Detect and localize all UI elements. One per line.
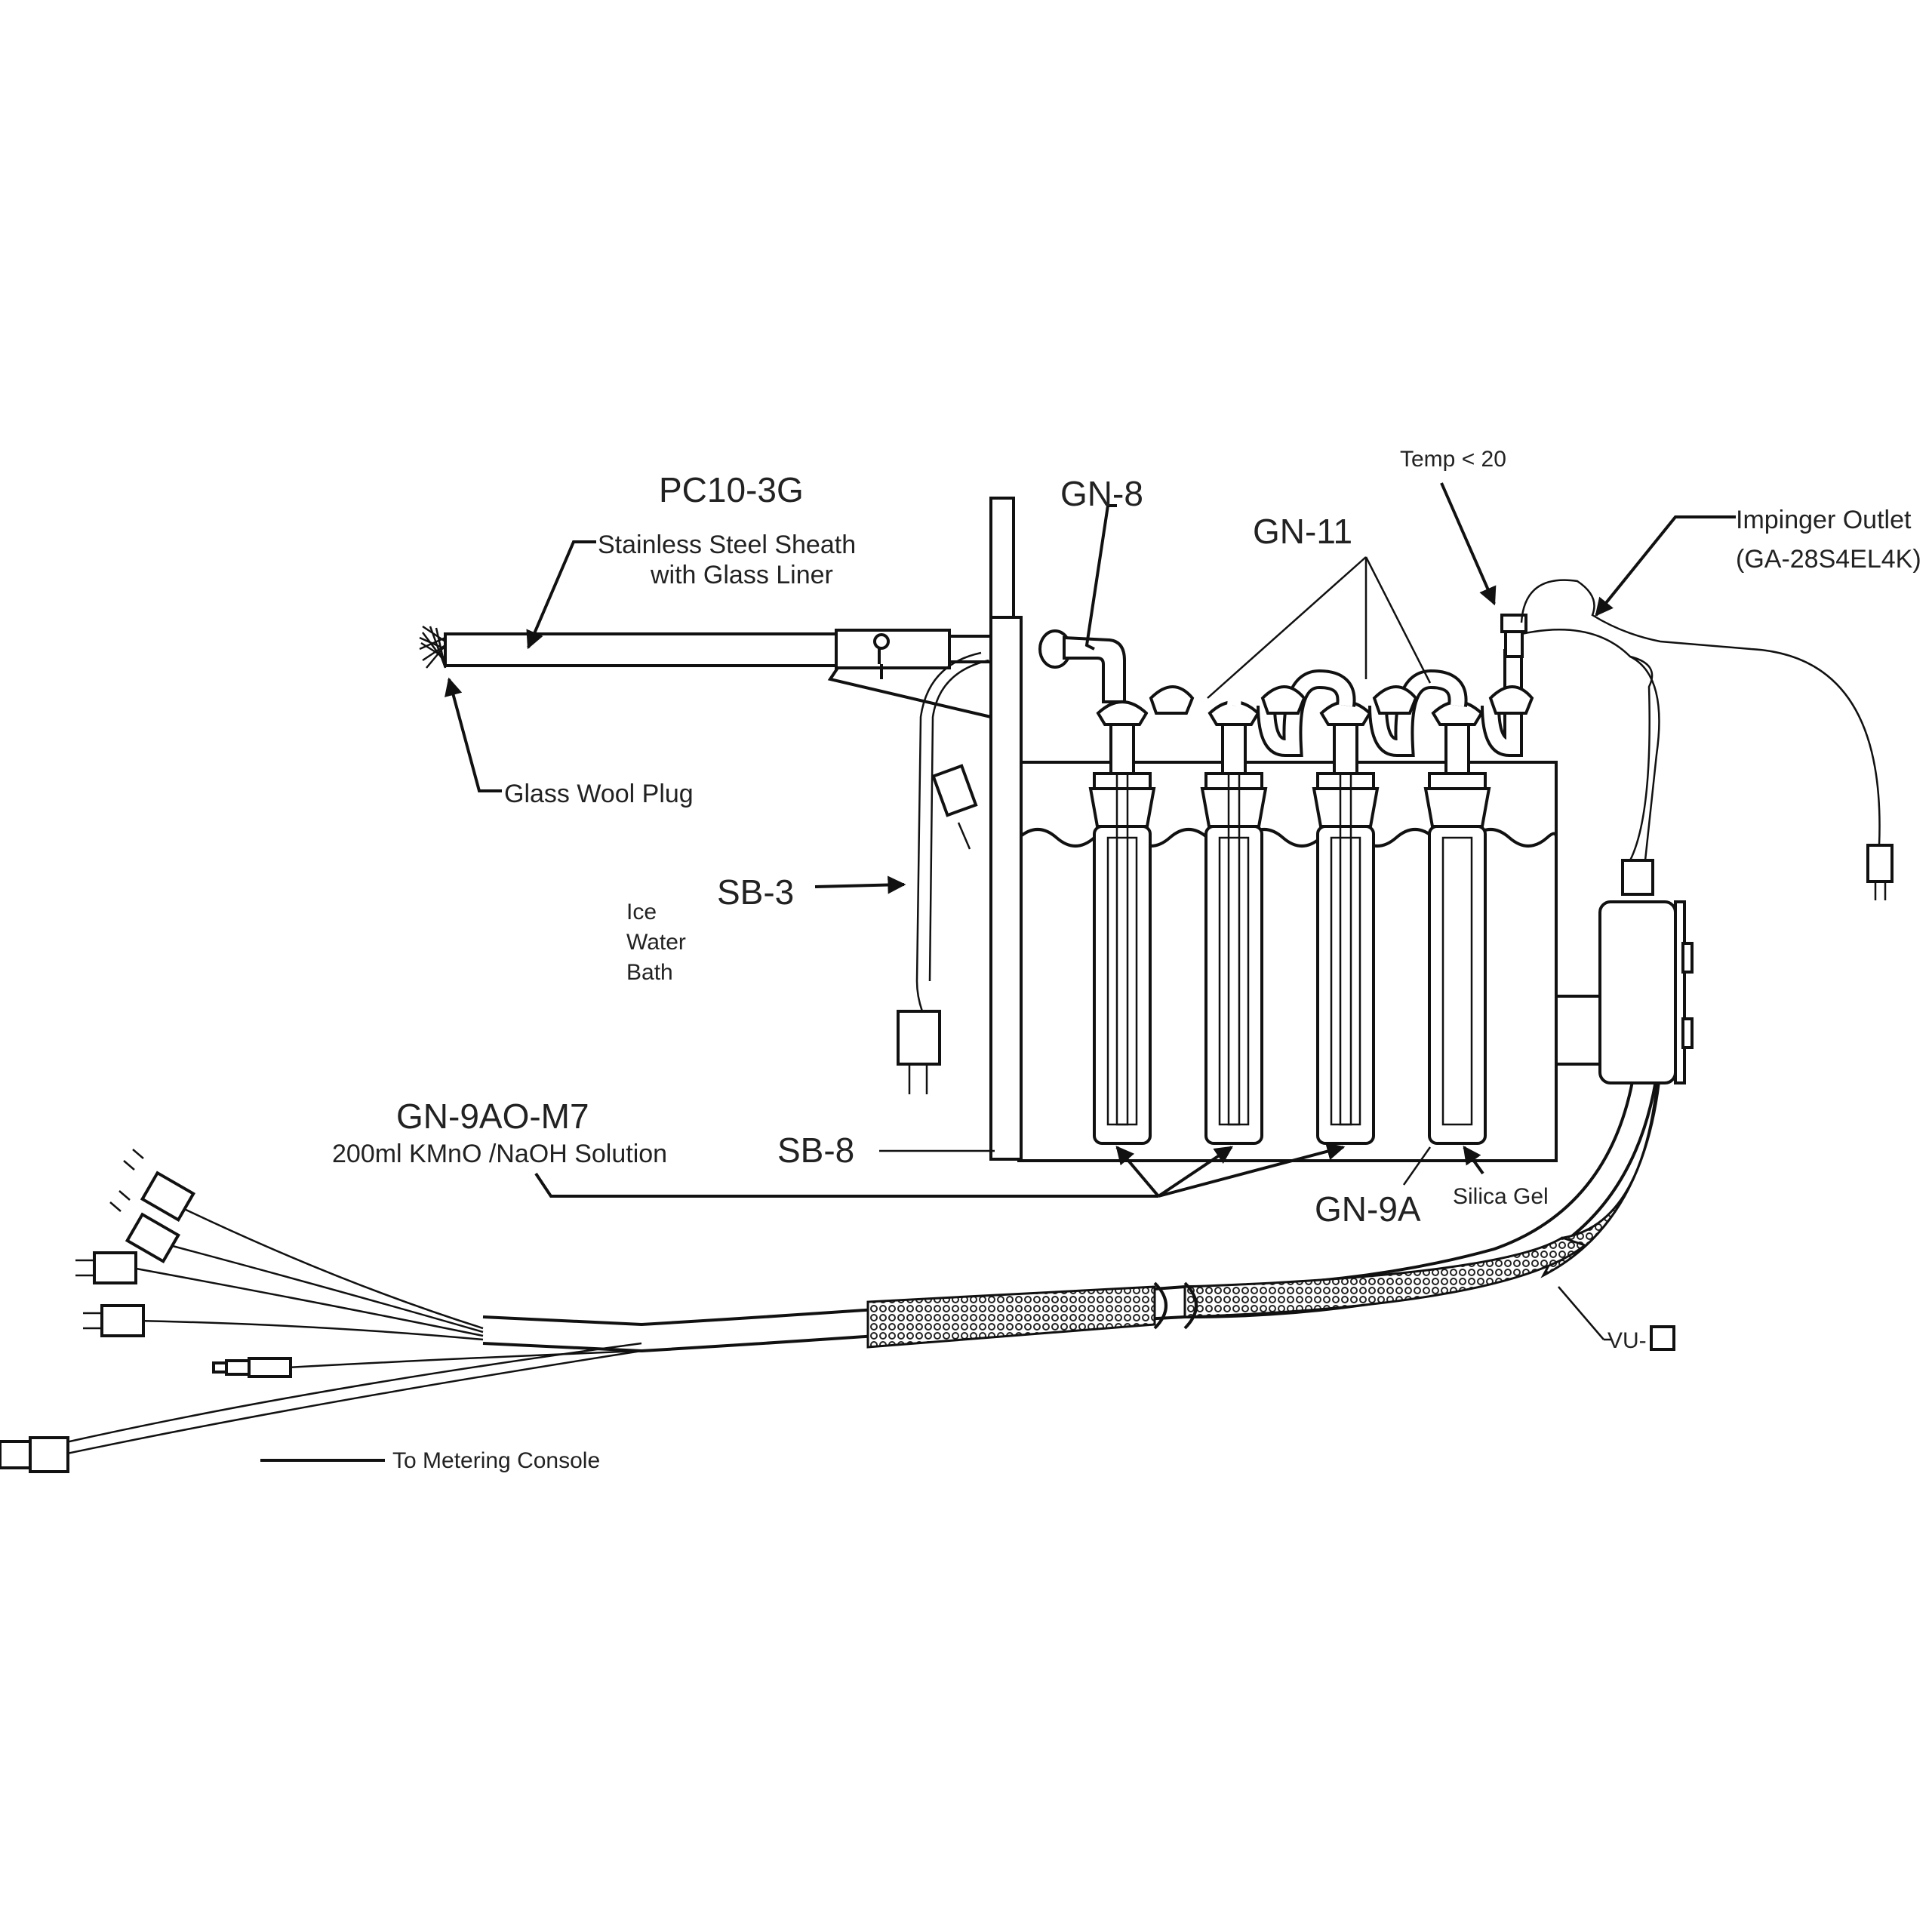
u-connector-3 <box>1368 669 1468 757</box>
heater-cable <box>897 651 989 1094</box>
label-sb3: SB-3 <box>717 872 794 912</box>
label-gn9ao-m7: GN-9AO-M7 <box>396 1097 589 1136</box>
cable-break-mark <box>1153 1281 1198 1330</box>
pitot-quick-connect <box>212 1357 292 1378</box>
label-pc10-3g: PC10-3G <box>659 470 804 509</box>
probe-clamp <box>835 629 951 669</box>
probe-assembly <box>419 625 992 718</box>
gn8-connector <box>1038 629 1126 703</box>
label-impinger-outlet: Impinger Outlet <box>1736 506 1912 534</box>
wire-fanout <box>52 1206 642 1458</box>
label-to-metering-console: To Metering Console <box>392 1448 600 1473</box>
impinger-4 <box>1423 700 1491 1145</box>
impinger-1 <box>1088 700 1156 1145</box>
outlet-elbow <box>1481 614 1534 757</box>
label-vu: VU- <box>1607 1328 1647 1353</box>
label-gn9a: GN-9A <box>1315 1189 1421 1229</box>
thermocouple-plug-2 <box>109 1190 180 1264</box>
stand-post <box>989 497 1023 1161</box>
label-silica-gel: Silica Gel <box>1453 1184 1549 1209</box>
u-connector-1 <box>1148 672 1241 754</box>
label-gn11: GN-11 <box>1253 512 1352 551</box>
outlet-lines <box>1520 579 1881 861</box>
thermocouple-plug-3 <box>75 1251 137 1284</box>
probe-bracket <box>827 666 992 718</box>
label-impinger-outlet-part: (GA-28S4EL4K) <box>1736 545 1921 574</box>
vacuum-quick-connect <box>0 1436 69 1473</box>
u-connector-2 <box>1257 669 1356 757</box>
label-sb8: SB-8 <box>777 1131 854 1170</box>
label-ice: Ice <box>626 900 657 924</box>
impinger-3 <box>1312 700 1380 1145</box>
label-water: Water <box>626 930 686 955</box>
label-temp: Temp < 20 <box>1400 447 1506 472</box>
thermocouple-plug-4 <box>83 1304 145 1337</box>
vacuum-unit-box <box>1555 859 1694 1084</box>
probe-sheath <box>444 632 839 667</box>
label-glass-wool: Glass Wool Plug <box>504 780 694 808</box>
leader-lines <box>260 482 1736 1462</box>
label-sheath-line1: Stainless Steel Sheath <box>598 531 856 559</box>
label-solution: 200ml KMnO /NaOH Solution <box>332 1140 667 1168</box>
label-bath: Bath <box>626 960 673 985</box>
label-gn8: GN-8 <box>1060 474 1143 513</box>
label-sheath-line2: with Glass Liner <box>650 561 833 589</box>
impinger-2 <box>1200 700 1268 1145</box>
glass-wool-plug <box>419 625 447 669</box>
outlet-thermocouple-plug <box>1866 844 1894 900</box>
vu-box-icon <box>1650 1325 1675 1351</box>
thermocouple-plug-1 <box>123 1149 195 1223</box>
umbilical-cable <box>482 1044 1662 1353</box>
